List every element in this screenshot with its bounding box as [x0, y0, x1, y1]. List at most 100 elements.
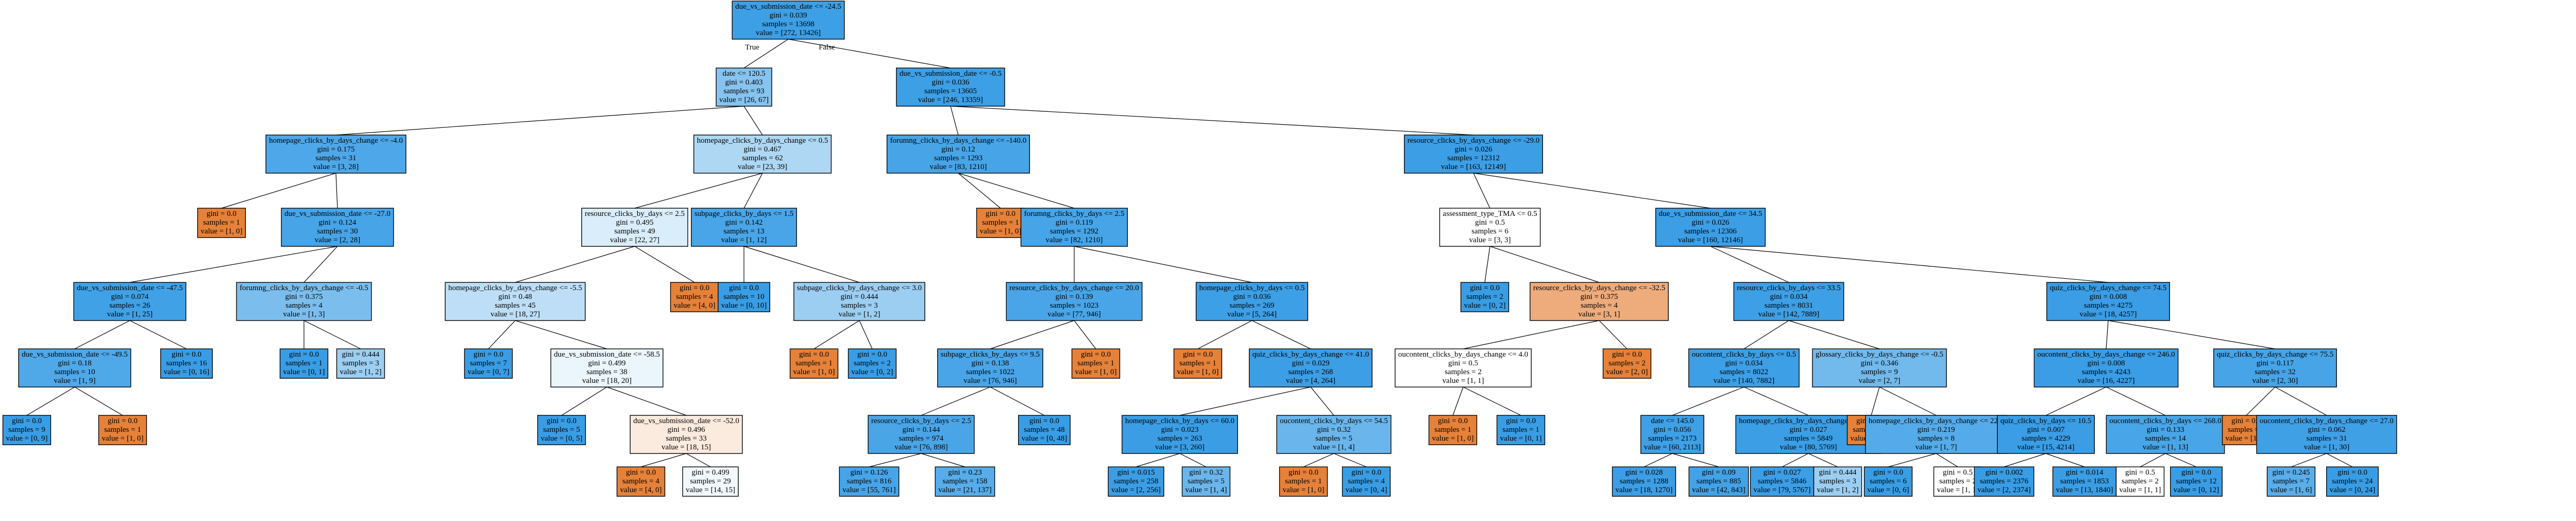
- node-text-line: gini = 0.0: [1351, 468, 1381, 477]
- node-text-line: value = [18, 27]: [490, 310, 540, 318]
- node-text-line: assessment_type_TMA <= 0.5: [1443, 210, 1537, 218]
- node-text-line: samples = 158: [943, 477, 988, 485]
- node-text-line: gini = 0.0: [12, 417, 42, 425]
- node-text-line: samples = 9: [8, 426, 45, 434]
- node-text-line: due_vs_submission_date <= 34.5: [1659, 210, 1762, 218]
- node-text-line: samples = 1293: [934, 154, 982, 162]
- tree-edge: [606, 386, 687, 416]
- node-text-line: value = [18, 20]: [582, 377, 632, 385]
- node-box: [1602, 348, 1652, 379]
- node-text-line: samples = 10: [723, 293, 764, 301]
- node-box: [265, 135, 406, 174]
- node-text-line: date <= 145.0: [1651, 417, 1693, 425]
- node-text-line: value = [23, 39]: [738, 163, 787, 171]
- node-text-line: samples = 13698: [762, 20, 815, 28]
- tree-edge: [990, 386, 1045, 416]
- node-text-line: homepage_clicks_by_days_change <= 22.0: [1869, 417, 2004, 425]
- node-text-line: value = [140, 7882]: [1714, 377, 1774, 385]
- tree-edge: [2004, 453, 2046, 467]
- node-text-line: samples = 1: [982, 219, 1019, 227]
- tree-edge: [2326, 453, 2353, 467]
- node-text-line: homepage_clicks_by_days_change <= -4.0: [269, 137, 403, 145]
- tree-edge: [2108, 320, 2276, 349]
- node-box: [18, 348, 131, 388]
- tree-edge: [2045, 386, 2107, 416]
- node-text-line: value = [4, 0]: [674, 301, 716, 310]
- node-text-line: gini = 0.496: [667, 426, 705, 434]
- node-text-line: value = [80, 5769]: [1780, 443, 1837, 451]
- node-box: [1195, 282, 1309, 321]
- node-box: [1655, 208, 1766, 247]
- node-text-line: due_vs_submission_date <= -0.5: [900, 70, 1002, 78]
- node-text-line: value = [1, 25]: [107, 310, 152, 318]
- node-text-line: gini = 0.008: [2089, 293, 2127, 301]
- node-box: [2213, 348, 2337, 388]
- node-text-line: samples = 29: [690, 477, 731, 485]
- node-box: [1933, 466, 1982, 497]
- node-box: [1496, 415, 1546, 445]
- tree-edge: [2275, 386, 2327, 416]
- node-text-line: gini = 0.0: [1506, 417, 1536, 425]
- node-text-line: gini = 0.117: [2257, 359, 2294, 367]
- node-text-line: gini = 0.036: [1233, 293, 1271, 301]
- node-text-line: samples = 4: [676, 293, 713, 301]
- node-text-line: samples = 3: [342, 359, 379, 367]
- node-text-line: resource_clicks_by_days_change <= 20.0: [1009, 284, 1139, 292]
- node-box: [630, 415, 743, 454]
- node-box: [1812, 348, 1947, 388]
- node-text-line: gini = 0.014: [2065, 468, 2104, 477]
- node-text-line: gini = 0.0: [1470, 284, 1500, 292]
- node-text-line: value = [142, 7889]: [1758, 310, 1819, 318]
- node-box: [581, 208, 688, 247]
- tree-edge: [950, 106, 1474, 136]
- split-node: forumng_clicks_by_days_change <= -0.5gin…: [236, 282, 372, 321]
- node-text-line: value = [0, 2]: [1464, 301, 1506, 310]
- edge-label-true: True: [745, 43, 759, 52]
- tree-edge: [1599, 320, 1628, 349]
- tree-edge: [1473, 173, 1711, 209]
- node-text-line: samples = 1: [1434, 426, 1471, 434]
- node-text-line: value = [1, 6]: [2270, 486, 2312, 494]
- node-text-line: value = [18, 1270]: [1616, 486, 1673, 494]
- node-text-line: value = [2, 256]: [1111, 486, 1161, 494]
- node-text-line: value = [18, 4257]: [2080, 310, 2137, 318]
- node-text-line: value = [79, 5767]: [1754, 486, 1811, 494]
- node-text-line: gini = 0.245: [2272, 468, 2310, 477]
- node-text-line: gini = 0.499: [691, 468, 729, 477]
- node-text-line: gini = 0.0: [680, 284, 709, 292]
- node-text-line: gini = 0.0: [2181, 468, 2211, 477]
- node-text-line: value = [246, 13359]: [918, 96, 983, 104]
- node-text-line: gini = 0.499: [588, 359, 625, 367]
- node-box: [2046, 282, 2170, 321]
- node-text-line: samples = 49: [614, 227, 655, 236]
- node-text-line: gini = 0.5: [2125, 468, 2155, 477]
- node-text-line: value = [1, 2]: [340, 368, 382, 376]
- node-text-line: value = [1, 13]: [2143, 443, 2188, 451]
- node-text-line: due_vs_submission_date <= -52.0: [633, 417, 739, 425]
- node-box: [1813, 466, 1862, 497]
- node-text-line: gini = 0.023: [1161, 426, 1198, 434]
- split-node: glossary_clicks_by_days_change <= -0.5gi…: [1812, 348, 1947, 388]
- tree-edge: [1672, 453, 1719, 467]
- node-box: [98, 415, 147, 445]
- node-box: [1276, 415, 1392, 454]
- tree-edge: [1136, 453, 1180, 467]
- node-text-line: due_vs_submission_date <= -49.5: [22, 350, 128, 359]
- node-text-line: samples = 4243: [2082, 368, 2130, 376]
